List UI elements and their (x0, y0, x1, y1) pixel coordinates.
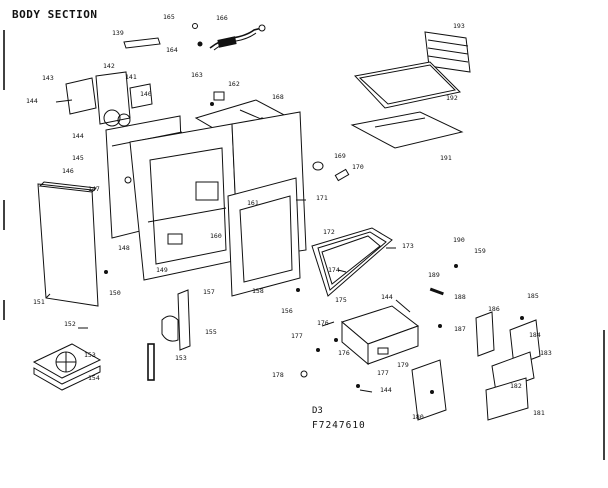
part-186-bracket (475, 311, 541, 421)
part-label-179: 179 (397, 361, 409, 369)
part-label-193: 193 (453, 22, 465, 30)
part-number-labels: 139 165 166 164 193 142 143 141 163 162 140 144 168 1… (26, 13, 552, 421)
part-label-159: 159 (474, 247, 486, 255)
part-label-191: 191 (440, 154, 452, 162)
part-label-161: 161 (247, 199, 259, 207)
diagram-code: D3 (312, 406, 323, 416)
part-label-189: 189 (428, 271, 440, 279)
part-label-176a: 176 (317, 319, 329, 327)
part-label-175: 175 (335, 296, 347, 304)
part-156-latch (161, 289, 191, 351)
part-171-front-frame (227, 177, 301, 297)
part-label-145: 145 (72, 154, 84, 162)
part-label-170: 170 (352, 163, 364, 171)
part-label-144b: 144 (72, 132, 84, 140)
part-label-190: 190 (453, 236, 465, 244)
part-label-166: 166 (216, 14, 228, 22)
part-172-door-gasket (311, 227, 393, 297)
part-label-183: 183 (540, 349, 552, 357)
part-label-174: 174 (328, 266, 340, 274)
part-label-154: 154 (88, 374, 100, 382)
part-label-146: 146 (62, 167, 74, 175)
part-label-185: 185 (527, 292, 539, 300)
part-label-180: 180 (412, 413, 424, 421)
part-label-188: 188 (454, 293, 466, 301)
part-label-177b: 177 (377, 369, 389, 377)
part-label-143: 143 (42, 74, 54, 82)
part-155-rod (147, 343, 155, 381)
part-143-bracket-assembly (65, 71, 153, 127)
part-192-top-panel (354, 61, 462, 109)
part-label-178: 178 (272, 371, 284, 379)
leader-lines (55, 99, 411, 393)
part-label-142: 142 (103, 62, 115, 70)
page-title: BODY SECTION (12, 8, 98, 21)
part-label-152: 152 (64, 320, 76, 328)
part-label-141: 141 (125, 73, 137, 81)
part-label-171: 171 (316, 194, 328, 202)
part-label-155: 155 (205, 328, 217, 336)
part-139-bracket (123, 37, 161, 49)
part-label-182: 182 (510, 382, 522, 390)
part-153-fan (32, 343, 102, 391)
part-label-168: 168 (272, 93, 284, 101)
part-label-172: 172 (323, 228, 335, 236)
part-label-173: 173 (402, 242, 414, 250)
part-label-160: 160 (210, 232, 222, 240)
part-151-door-panel (37, 181, 99, 307)
part-label-140: 140 (140, 90, 152, 98)
part-label-165: 165 (163, 13, 175, 21)
part-label-147: 147 (88, 185, 100, 193)
part-label-157: 157 (203, 288, 215, 296)
part-label-181: 181 (533, 409, 545, 417)
part-label-149: 149 (156, 266, 168, 274)
part-label-162: 162 (228, 80, 240, 88)
part-175-housing (340, 305, 420, 366)
small-fasteners (104, 102, 524, 388)
binding-edge-marks (3, 30, 605, 460)
part-label-186: 186 (488, 305, 500, 313)
part-166-power-cord (192, 23, 266, 51)
part-191-plate (350, 111, 464, 149)
part-label-192: 192 (446, 94, 458, 102)
part-label-163: 163 (191, 71, 203, 79)
part-label-187: 187 (454, 325, 466, 333)
part-193-louver (424, 31, 471, 73)
part-label-176b: 176 (338, 349, 350, 357)
part-180-cover (411, 359, 447, 421)
part-label-144a: 144 (26, 97, 38, 105)
part-label-164: 164 (166, 46, 178, 54)
part-label-158: 158 (252, 287, 264, 295)
part-label-169: 169 (334, 152, 346, 160)
document-number: F7247610 (312, 420, 366, 431)
part-label-151: 151 (33, 298, 45, 306)
part-label-153: 153 (84, 351, 96, 359)
part-label-139: 139 (112, 29, 124, 37)
part-label-177a: 177 (291, 332, 303, 340)
part-label-150: 150 (109, 289, 121, 297)
part-label-184: 184 (529, 331, 541, 339)
part-label-144d: 144 (380, 386, 392, 394)
part-label-144c: 144 (381, 293, 393, 301)
part-label-153b: 153 (175, 354, 187, 362)
part-label-148: 148 (118, 244, 130, 252)
part-label-156: 156 (281, 307, 293, 315)
